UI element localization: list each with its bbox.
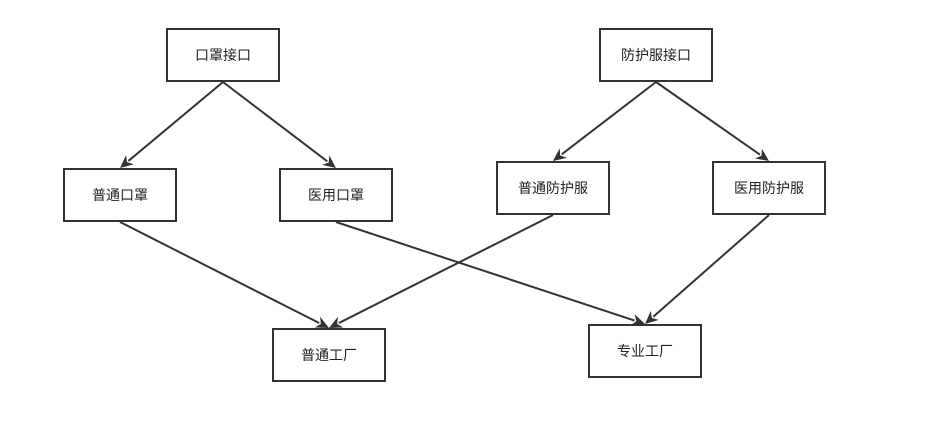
node-mask-normal: 普通口罩 <box>63 168 177 222</box>
edge-mask_normal-to-factory_normal <box>119 221 329 328</box>
arrowhead <box>322 155 336 168</box>
edge-mask_medical-to-factory_pro <box>335 221 645 326</box>
edge-line <box>338 214 554 324</box>
node-suit-interface: 防护服接口 <box>599 28 713 82</box>
node-mask-medical: 医用口罩 <box>279 168 393 222</box>
edge-suit_interface-to-suit_normal <box>553 81 657 161</box>
edge-suit_interface-to-suit_medical <box>655 81 769 161</box>
arrowhead <box>645 310 659 324</box>
arrowhead <box>120 155 134 168</box>
edge-line <box>561 81 657 156</box>
node-label: 专业工厂 <box>617 344 673 360</box>
edge-line <box>652 214 770 318</box>
edge-suit_normal-to-factory_normal <box>329 214 554 328</box>
node-label: 普通防护服 <box>518 181 588 197</box>
edge-line <box>222 81 328 163</box>
edges-layer <box>119 81 770 328</box>
arrowhead <box>630 314 645 326</box>
node-suit-normal: 普通防护服 <box>496 161 610 215</box>
node-label: 医用防护服 <box>734 181 804 197</box>
arrowhead <box>329 316 344 328</box>
node-mask-interface: 口罩接口 <box>166 28 280 82</box>
edge-line <box>119 221 320 324</box>
node-factory-normal: 普通工厂 <box>272 328 386 382</box>
edge-mask_interface-to-mask_normal <box>120 81 224 168</box>
node-label: 医用口罩 <box>308 188 364 204</box>
edge-line <box>335 221 635 322</box>
edge-mask_interface-to-mask_medical <box>222 81 336 168</box>
node-label: 防护服接口 <box>621 48 691 64</box>
node-label: 普通口罩 <box>92 188 148 204</box>
arrowhead <box>314 316 329 328</box>
edge-line <box>655 81 761 156</box>
edge-suit_medical-to-factory_pro <box>645 214 770 324</box>
node-factory-pro: 专业工厂 <box>588 324 702 378</box>
edge-line <box>127 81 224 162</box>
node-label: 普通工厂 <box>301 348 357 364</box>
arrowhead <box>553 148 567 161</box>
node-label: 口罩接口 <box>195 48 251 64</box>
node-suit-medical: 医用防护服 <box>712 161 826 215</box>
arrowhead <box>754 148 769 161</box>
